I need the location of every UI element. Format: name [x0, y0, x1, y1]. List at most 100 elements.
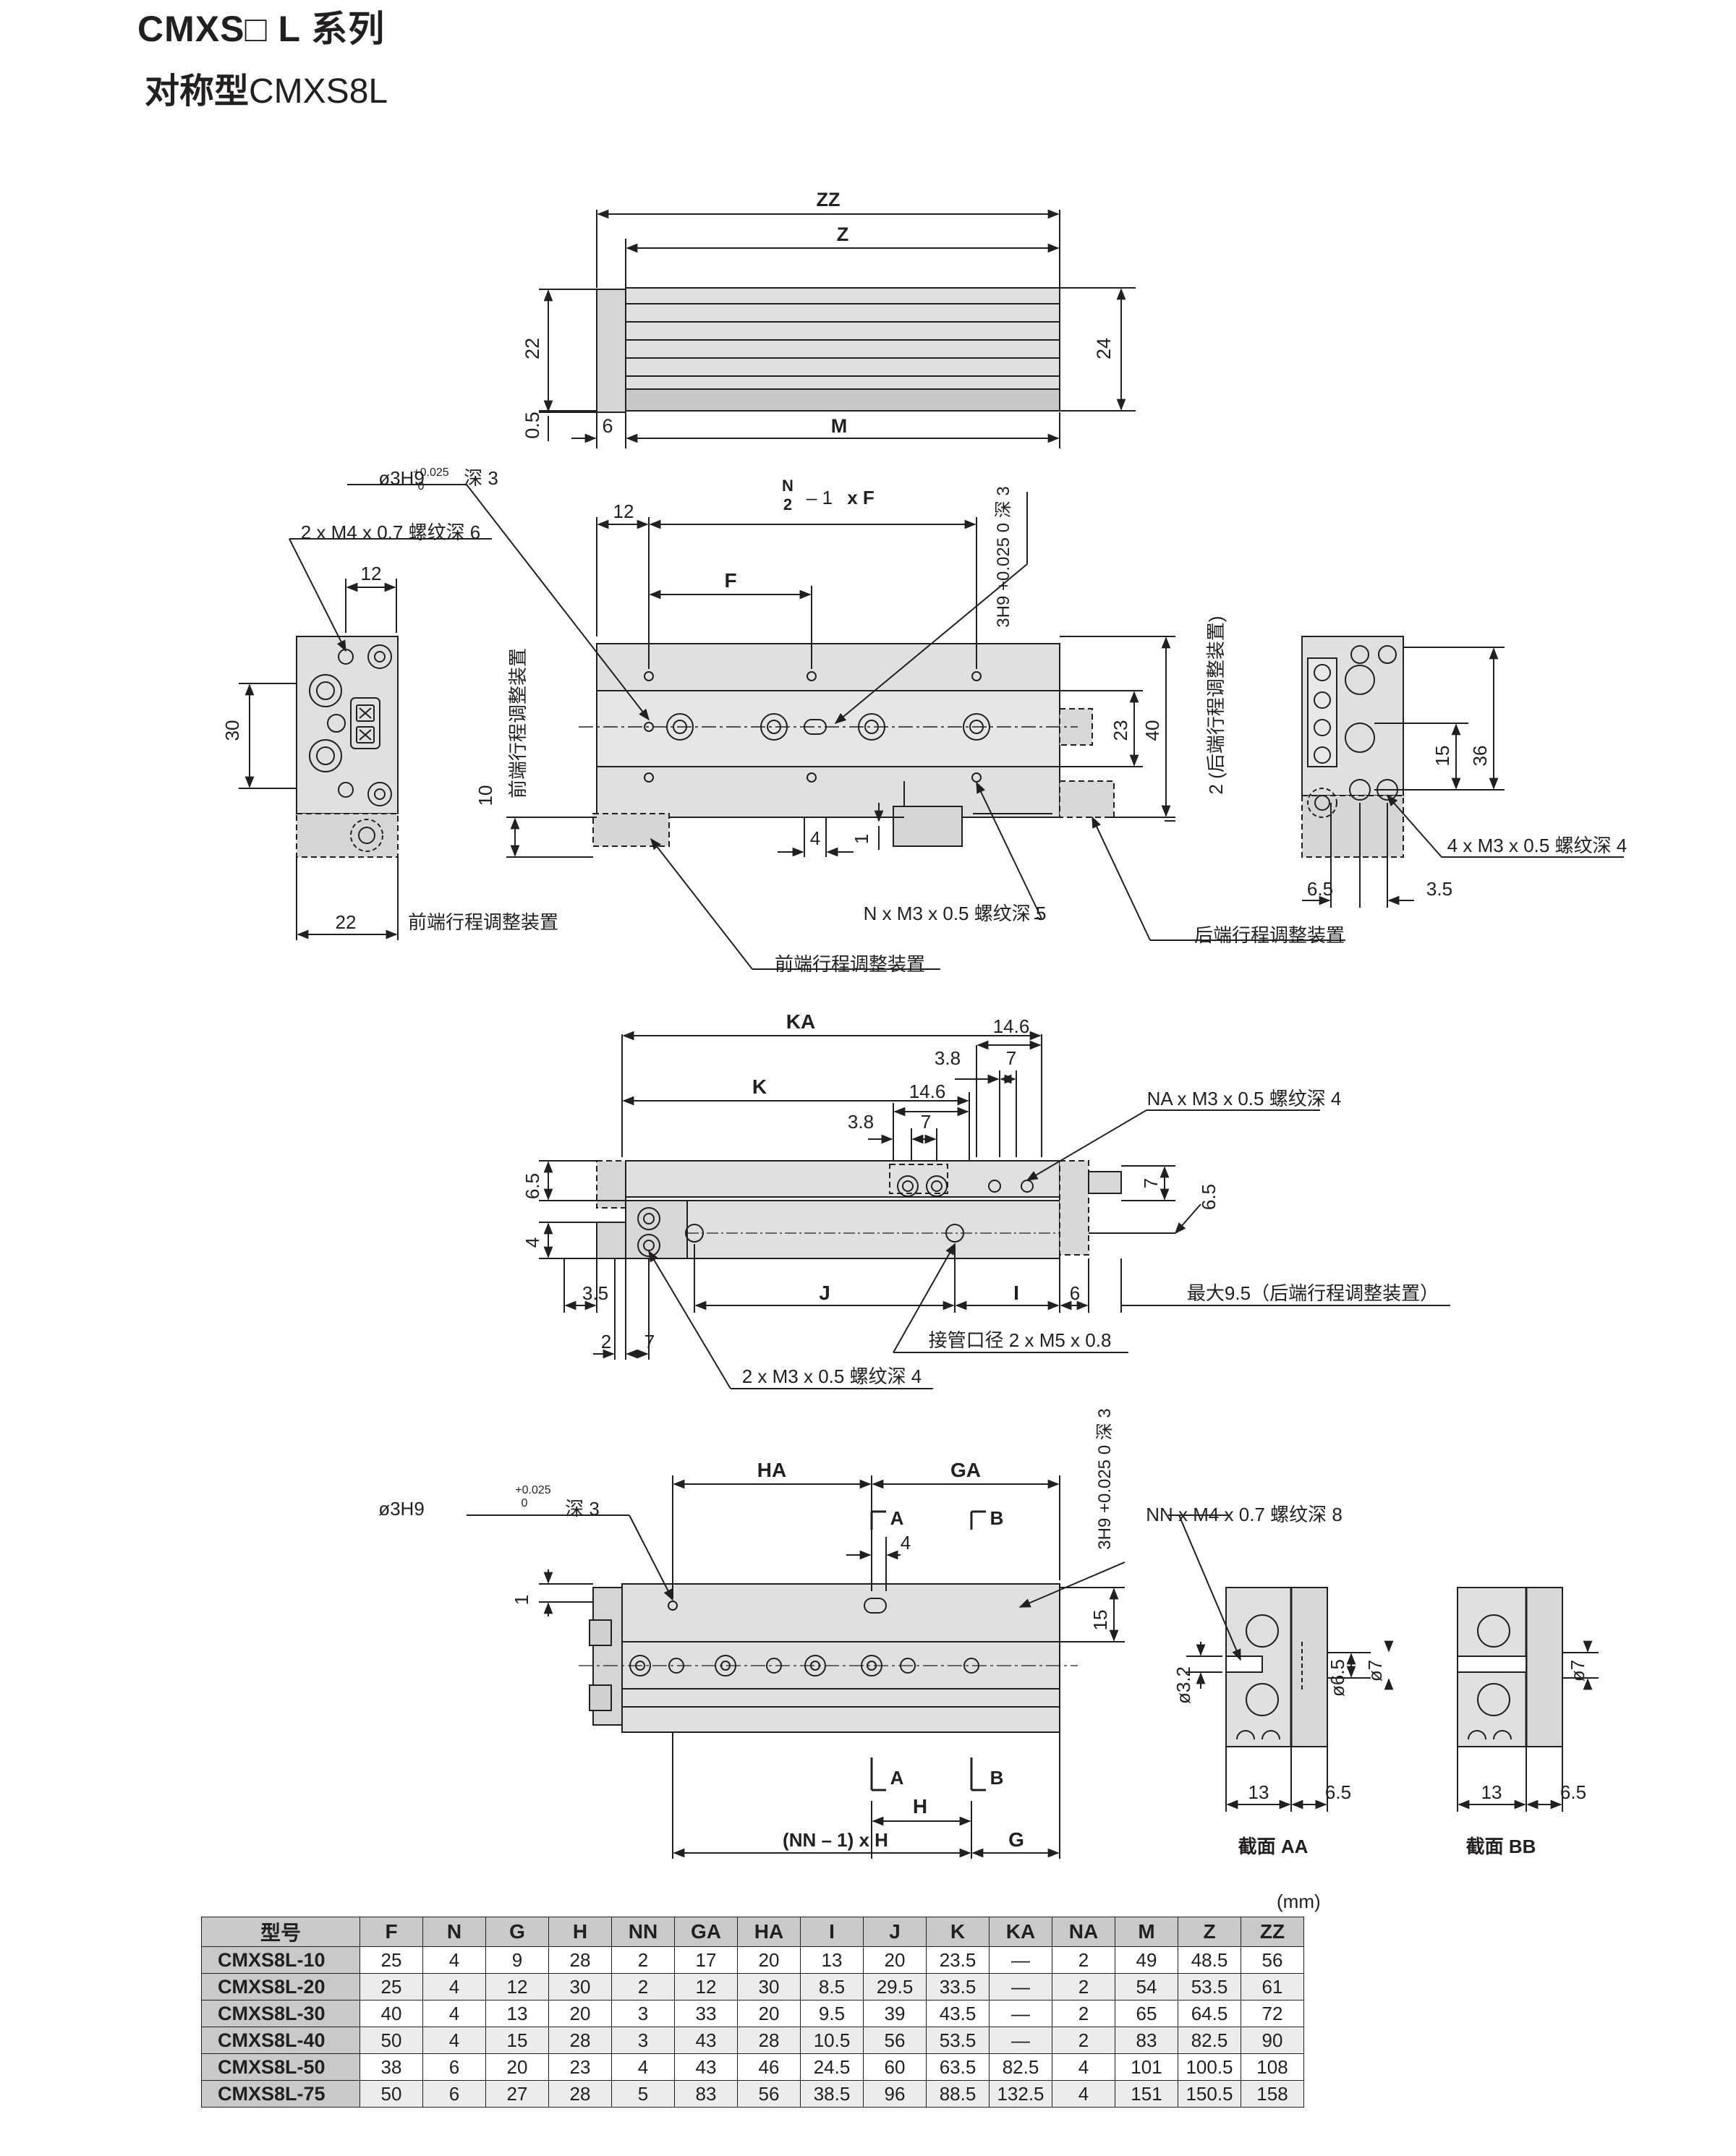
- model-prefix: 对称型: [145, 72, 250, 111]
- n-over-2-formula: x F: [847, 487, 875, 508]
- table-cell: 30: [548, 1973, 612, 2001]
- page-subtitle: 对称型CMXS8L: [145, 62, 388, 113]
- dim-2-side: 2: [601, 1331, 611, 1352]
- col-ga: GA: [674, 1917, 738, 1947]
- dim-f: F: [724, 569, 736, 592]
- table-cell: 24.5: [800, 2053, 864, 2081]
- dim-6-5-dia: ø6.5: [1327, 1659, 1348, 1697]
- dim-22-end: 22: [336, 911, 357, 933]
- col-j: J: [863, 1917, 927, 1947]
- dim-4-bottom: 4: [901, 1532, 911, 1554]
- col-na: NA: [1052, 1917, 1115, 1947]
- dim-7-side: 7: [1140, 1178, 1162, 1188]
- table-cell: 2: [1052, 2027, 1115, 2054]
- section-b-top: B: [990, 1507, 1004, 1529]
- dim-6-5-aa: 6.5: [1325, 1781, 1351, 1803]
- col-zz: ZZ: [1241, 1917, 1304, 1947]
- dim-12-end: 12: [361, 563, 382, 584]
- table-cell-model: CMXS8L-30: [201, 2000, 360, 2027]
- dim-40: 40: [1141, 720, 1163, 741]
- table-cell: 54: [1115, 1973, 1178, 2001]
- table-cell: 13: [800, 1946, 864, 1974]
- top-view-labels: ZZ Z 22 24 0.5 6 M: [522, 189, 1115, 439]
- col-nn: NN: [611, 1917, 675, 1947]
- col-z: Z: [1178, 1917, 1241, 1947]
- side-view-labels: KA 14.6 3.8 7 K 14.6 3.8 7 NA x M3 x 0.5…: [522, 1010, 1439, 1387]
- table-cell: 33: [674, 2000, 738, 2027]
- nn-formula: (NN – 1) x H: [783, 1829, 888, 1851]
- front-adjuster-label: 前端行程调整装置: [775, 953, 925, 975]
- table-cell: 64.5: [1178, 2000, 1241, 2027]
- left-end-view: [239, 538, 492, 940]
- table-cell: 23: [548, 2053, 612, 2081]
- table-header-row: 型号 F N G H NN GA HA I J K KA NA M Z ZZ: [201, 1917, 1304, 1947]
- dim-10: 10: [475, 785, 496, 806]
- tol-plus: +0.025: [413, 466, 448, 479]
- table-cell: 61: [1241, 1973, 1304, 2001]
- table-cell: 2: [1052, 1973, 1115, 2001]
- table-cell: 40: [359, 2000, 423, 2027]
- dim-13-bb: 13: [1481, 1781, 1502, 1803]
- table-cell: 20: [863, 1946, 927, 1974]
- section-bb-view: [1457, 1587, 1599, 1812]
- dim-15-bottom: 15: [1089, 1610, 1111, 1631]
- dim-36: 36: [1469, 746, 1491, 767]
- right-end-labels: 15 36 6.5 3.5 4 x M3 x 0.5 螺纹深 4: [1307, 746, 1627, 900]
- table-cell: 25: [359, 1946, 423, 1974]
- col-h: H: [548, 1917, 612, 1947]
- table-cell: 15: [485, 2027, 549, 2054]
- dim-ha: HA: [757, 1459, 786, 1481]
- main-plan-labels: ø3H9 +0.025 0 深 3 12 N 2 – 1 x F F 3H9 +…: [378, 466, 1345, 975]
- table-cell: 20: [548, 2000, 612, 2027]
- dim-6-side: 6: [1070, 1282, 1080, 1304]
- tol-zero-bottom: 0: [522, 1497, 528, 1509]
- table-cell: 158: [1241, 2080, 1304, 2108]
- dim-22: 22: [522, 338, 543, 359]
- dim-7-dia-bb: ø7: [1567, 1660, 1588, 1682]
- table-cell: 90: [1241, 2027, 1304, 2054]
- m3-4-tap-note: 4 x M3 x 0.5 螺纹深 4: [1447, 835, 1628, 856]
- dim-i: I: [1013, 1282, 1019, 1304]
- table-cell: 25: [359, 1973, 423, 2001]
- tol-zero: 0: [418, 480, 425, 493]
- bottom-view: [467, 1475, 1126, 1859]
- section-bb-caption: 截面 BB: [1466, 1836, 1536, 1857]
- table-cell: 28: [737, 2027, 801, 2054]
- table-cell: 9: [485, 1946, 549, 1974]
- dim-30: 30: [221, 720, 243, 741]
- nn-tap-note: NN x M4 x 0.7 螺纹深 8: [1146, 1504, 1343, 1525]
- dim-6-5-bb: 6.5: [1560, 1781, 1586, 1803]
- dim-15-end: 15: [1431, 746, 1453, 767]
- table-cell: 4: [422, 1973, 486, 2001]
- n-label: N: [782, 477, 793, 495]
- col-i: I: [800, 1917, 864, 1947]
- dim-23: 23: [1110, 720, 1131, 741]
- col-ha: HA: [737, 1917, 801, 1947]
- dim-zz: ZZ: [817, 189, 841, 210]
- minus-1-label: – 1: [807, 487, 833, 508]
- table-cell: 56: [1241, 1946, 1304, 1974]
- table-cell: 63.5: [926, 2053, 990, 2081]
- table-cell: 6: [422, 2080, 486, 2108]
- table-cell: 4: [422, 1946, 486, 1974]
- dim-6-5-end: 6.5: [1307, 878, 1333, 900]
- table-cell: 28: [548, 1946, 612, 1974]
- dim-1-bottom: 1: [511, 1595, 532, 1605]
- port-note: 接管口径 2 x M5 x 0.8: [929, 1329, 1112, 1351]
- table-cell: 13: [485, 2000, 549, 2027]
- table-cell: 20: [737, 1946, 801, 1974]
- dim-14-6-a: 14.6: [993, 1015, 1030, 1037]
- col-n: N: [422, 1917, 486, 1947]
- section-aa-labels: NN x M4 x 0.7 螺纹深 8 ø3.2 ø6.5 ø7 13 6.5 …: [1146, 1504, 1386, 1857]
- table-cell: 60: [863, 2053, 927, 2081]
- deep-3-bottom: 深 3: [565, 1498, 600, 1520]
- table-cell: 53.5: [1178, 1973, 1241, 2001]
- table-cell: 29.5: [863, 1973, 927, 2001]
- table-cell: 6: [422, 2053, 486, 2081]
